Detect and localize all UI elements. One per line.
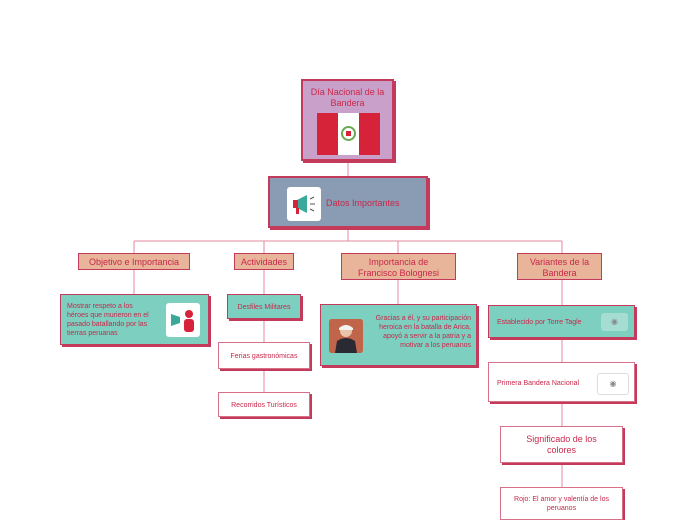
- coat-of-arms-icon: [341, 126, 356, 141]
- camera-icon: ◉: [597, 373, 629, 395]
- variante-torre-tagle[interactable]: Establecido por Torre Tagle ◉: [488, 305, 635, 338]
- variante-primera-bandera-label: Primera Bandera Nacional: [497, 380, 580, 387]
- actividad-desfiles[interactable]: Desfiles Militares: [227, 294, 301, 319]
- actividad-desfiles-label: Desfiles Militares: [237, 304, 291, 311]
- actividades-node[interactable]: Actividades: [234, 253, 294, 270]
- datos-node[interactable]: Datos Importantes: [268, 176, 428, 228]
- objetivo-title: Objetivo e Importancia: [88, 257, 180, 267]
- objetivo-node[interactable]: Objetivo e Importancia: [78, 253, 190, 270]
- bolognesi-portrait: [329, 319, 363, 353]
- objetivo-detail-text: Mostrar respeto a los héroes que muriero…: [67, 303, 149, 337]
- rojo-text: Rojo: El amor y valentía de los peruanos: [514, 496, 609, 512]
- bolognesi-node[interactable]: Importancia de Francisco Bolognesi: [341, 253, 456, 280]
- megaphone-icon: [287, 187, 321, 221]
- variante-torre-tagle-label: Establecido por Torre Tagle: [497, 319, 582, 326]
- bolognesi-detail-text: Gracias a él, y su participación heroica…: [375, 315, 471, 349]
- datos-title: Datos Importantes: [326, 198, 400, 208]
- bolognesi-detail-node[interactable]: Gracias a él, y su participación heroica…: [320, 304, 477, 366]
- significado-title: Significado de los colores: [526, 434, 597, 455]
- variante-primera-bandera[interactable]: Primera Bandera Nacional ◉: [488, 362, 635, 402]
- peru-flag-image: [317, 113, 380, 155]
- rojo-node[interactable]: Rojo: El amor y valentía de los peruanos: [500, 487, 623, 520]
- significado-node[interactable]: Significado de los colores: [500, 426, 623, 463]
- objetivo-detail-node[interactable]: Mostrar respeto a los héroes que muriero…: [60, 294, 209, 345]
- speaker-person-icon: [166, 303, 200, 337]
- variantes-node[interactable]: Variantes de la Bandera: [517, 253, 602, 280]
- actividad-recorridos-label: Recorridos Turísticos: [231, 402, 297, 409]
- actividad-ferias-label: Ferias gastronómicas: [230, 353, 298, 360]
- variantes-title: Variantes de la Bandera: [529, 257, 590, 278]
- root-node[interactable]: Día Nacional de la Bandera: [301, 79, 394, 161]
- actividades-title: Actividades: [240, 257, 288, 267]
- actividad-ferias[interactable]: Ferias gastronómicas: [218, 342, 310, 369]
- root-title: Día Nacional de la Bandera: [310, 87, 385, 108]
- bolognesi-title: Importancia de Francisco Bolognesi: [357, 257, 440, 278]
- actividad-recorridos[interactable]: Recorridos Turísticos: [218, 392, 310, 417]
- camera-icon: ◉: [601, 313, 628, 331]
